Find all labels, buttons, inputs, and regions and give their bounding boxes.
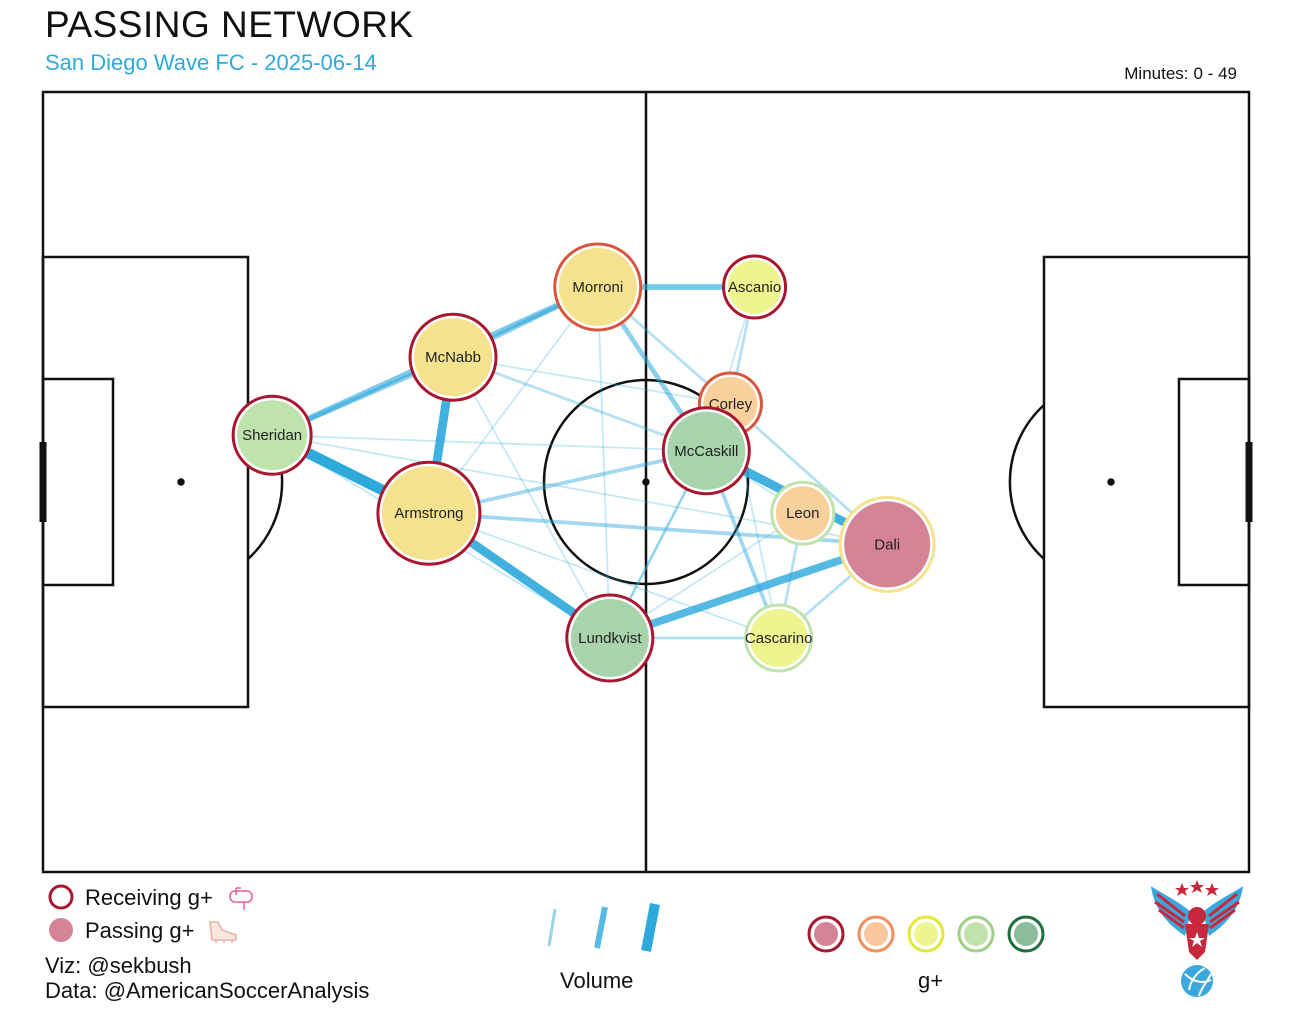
right-penalty-spot [1107,478,1115,486]
chart-subtitle: San Diego Wave FC - 2025-06-14 [45,50,377,75]
passing-fill [749,609,808,667]
pass-edge-mcnabb-corley [452,356,731,405]
legend-symbols [48,884,1045,953]
player-node-mccaskill: McCaskill [661,406,751,496]
passing-fill [844,501,931,588]
logo-body-star [1189,932,1205,947]
passing-fill [570,599,649,677]
gplus-scale-fill-1 [814,922,838,946]
left-goal-area [41,377,115,587]
gplus-scale-fill-2 [864,922,888,946]
player-node-mcnabb: McNabb [408,312,498,402]
receiving-legend-marker [48,884,74,910]
player-node-cascarino: Cascarino [744,603,814,673]
credits: Viz: @sekbush Data: @AmericanSoccerAnaly… [45,953,369,1003]
left-penalty-spot [177,478,185,486]
receiving-legend-label: Receiving g+ [85,885,213,910]
passing-fill [667,411,746,490]
volume-legend-thick [641,903,660,952]
pass-edge-morroni-lundkvist [596,286,611,639]
pass-edge-armstrong-cascarino [428,512,779,639]
logo-ball-seams [1184,967,1212,997]
pitch [39,90,1253,874]
minutes-readout: Minutes:0 - 49 [1124,64,1237,84]
pass-edge-mcnabb-mccaskill [452,355,707,453]
player-label: Cascarino [745,630,813,647]
logo-wing-stripes-left [1154,892,1186,930]
gplus-scale-fill-3 [914,922,938,946]
asa-logo [1151,880,1243,997]
logo-eagle-head [1188,907,1206,925]
player-label: Dali [874,536,900,553]
passing-legend-label: Passing g+ [85,918,195,943]
right-penalty-area [1042,255,1251,709]
gplus-scale-fill-4 [964,922,988,946]
passing-fill [381,466,476,561]
player-node-morroni: Morroni [553,242,643,332]
player-node-lundkvist: Lundkvist [565,593,655,683]
chart-title: PASSING NETWORK [45,4,414,45]
passing-fill [775,486,830,541]
pass-edge-sheridan-mccaskill [272,434,707,452]
player-node-ascanio: Ascanio [722,254,788,320]
pass-edge-lundkvist-dali [608,540,889,642]
minutes-value: 0 - 49 [1193,64,1237,83]
volume-legend-label: Volume [560,968,634,993]
player-label: Ascanio [728,279,781,296]
player-node-leon: Leon [770,480,836,546]
player-label: Armstrong [394,505,463,522]
minutes-label: Minutes: [1124,64,1189,83]
right-goal-area [1177,377,1251,587]
player-label: Morroni [572,279,623,296]
passing-fill [414,318,493,397]
logo-wing-stripes-right [1208,892,1240,930]
pass-edge-mcnabb-lundkvist [452,356,611,639]
right-penalty-arc [1008,404,1045,560]
gplus-legend-label: g+ [918,968,944,993]
player-label: Sheridan [242,427,302,444]
logo-star-center [1190,880,1204,893]
center-circle [542,378,750,586]
viz-credit: Viz: @sekbush [45,953,192,978]
player-node-dali: Dali [838,495,936,593]
passing-fill [727,260,782,314]
center-spot [642,478,650,486]
data-credit: Data: @AmericanSoccerAnalysis [45,978,370,1003]
player-label: Lundkvist [578,630,642,647]
volume-legend-thin [547,908,557,947]
player-label: Leon [786,505,819,522]
passing-fill [558,248,637,326]
passing-fill [237,400,308,471]
passing-legend-marker [49,918,73,942]
gplus-color-scale [807,915,1045,953]
player-node-sheridan: Sheridan [231,394,313,476]
gplus-scale-fill-5 [1014,922,1038,946]
player-label: McCaskill [674,443,738,460]
left-penalty-area [41,255,250,709]
cleat-icon [209,921,237,943]
logo-star-right [1205,883,1219,896]
volume-legend-medium [594,906,608,949]
player-node-armstrong: Armstrong [376,460,482,566]
player-label: McNabb [425,349,481,366]
mailbox-icon [229,887,253,910]
logo-star-left [1175,883,1189,896]
pass-edges [269,284,890,642]
